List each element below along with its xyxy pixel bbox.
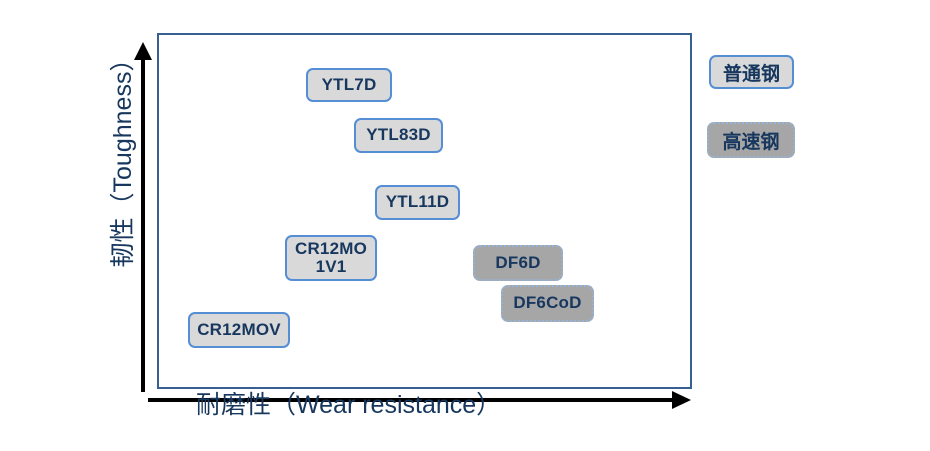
- data-node-label: DF6CoD: [513, 293, 582, 313]
- data-node-df6d[interactable]: DF6D: [473, 245, 563, 281]
- x-axis-arrow-icon: [148, 391, 691, 409]
- legend-item-high-speed-steel[interactable]: 高速钢: [707, 122, 795, 158]
- data-node-label: YTL83D: [366, 125, 431, 145]
- legend-label: 高速钢: [722, 131, 780, 153]
- x-axis-title: 耐磨性（Wear resistance）: [196, 391, 502, 419]
- data-node-label: YTL11D: [385, 192, 450, 212]
- data-node-df6cod[interactable]: DF6CoD: [501, 285, 594, 322]
- data-node-label-line1: CR12MO: [294, 238, 368, 258]
- data-node-label: CR12MOV: [197, 319, 281, 339]
- data-node-cr12mov[interactable]: CR12MOV: [188, 312, 290, 348]
- data-node-label: YTL7D: [321, 74, 377, 94]
- legend-item-ordinary-steel[interactable]: 普通钢: [709, 55, 794, 89]
- data-node-ytl83d[interactable]: YTL83D: [354, 118, 443, 153]
- y-axis-title: 韧性（Toughness）: [103, 32, 137, 282]
- data-node-ytl11d[interactable]: YTL11D: [375, 185, 460, 220]
- legend-label: 普通钢: [722, 63, 780, 85]
- data-node-ytl7d[interactable]: YTL7D: [306, 68, 392, 102]
- data-node-cr12mo1v1[interactable]: CR12MO 1V1: [285, 235, 377, 281]
- y-axis-arrow-icon: [134, 42, 152, 392]
- y-axis-title-label: 韧性（Toughness）: [109, 46, 137, 268]
- data-node-label-line2: 1V1: [315, 257, 347, 276]
- data-node-label: DF6D: [495, 252, 541, 272]
